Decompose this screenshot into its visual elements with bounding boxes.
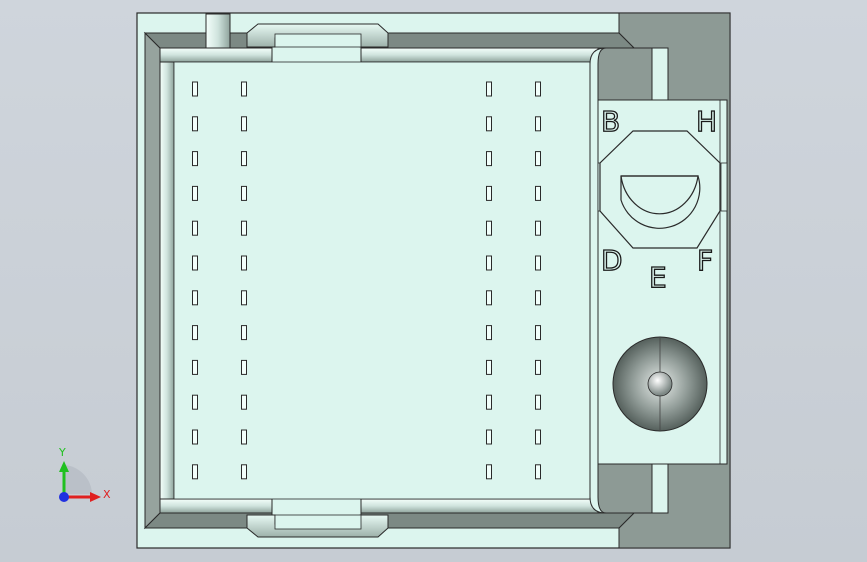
- top-bevel-right: [360, 32, 636, 49]
- pin-slot: [486, 359, 492, 375]
- pin-slot: [241, 81, 247, 97]
- pin-slot: [486, 464, 492, 480]
- pin-slot: [241, 116, 247, 132]
- pin-slot: [241, 429, 247, 445]
- pin-cavity-face: [173, 61, 591, 500]
- pin-slot: [535, 116, 541, 132]
- pin-slot: [241, 464, 247, 480]
- y-axis-arrow: [59, 461, 69, 472]
- pin-slot: [241, 394, 247, 410]
- pin-slot: [535, 255, 541, 271]
- pin-slot: [192, 325, 198, 341]
- x-axis-label: X: [103, 488, 111, 501]
- pin-slot: [241, 255, 247, 271]
- x-axis-arrow: [90, 492, 101, 502]
- pin-slot: [486, 116, 492, 132]
- d-shape-curve: [620, 175, 699, 215]
- pin-slot: [486, 220, 492, 236]
- pin-slot-grid: [192, 81, 541, 480]
- keying-notch-right: [720, 162, 728, 212]
- keying-panel-bottom-block: [597, 463, 653, 514]
- pin-slot: [192, 220, 198, 236]
- pin-slot: [535, 151, 541, 167]
- pin-slot: [192, 359, 198, 375]
- pin-slot: [535, 394, 541, 410]
- pin-slot: [535, 290, 541, 306]
- pin-slot: [535, 220, 541, 236]
- cone-tip: [647, 371, 673, 397]
- pin-slot: [192, 255, 198, 271]
- label-d: D: [601, 244, 623, 277]
- top-rail: [159, 47, 599, 63]
- bottom-bevel-right: [360, 512, 636, 529]
- bottom-rail: [159, 498, 599, 514]
- label-f: F: [697, 244, 713, 277]
- pin-slot: [535, 81, 541, 97]
- label-b: B: [601, 105, 620, 138]
- pin-slot: [192, 185, 198, 201]
- pin-slot: [241, 290, 247, 306]
- pin-slot: [535, 185, 541, 201]
- top-lock-tab-inner: [274, 33, 362, 48]
- pin-slot: [192, 290, 198, 306]
- pin-slot: [486, 290, 492, 306]
- keying-panel-top-block: [597, 47, 653, 101]
- pin-slot: [192, 81, 198, 97]
- pin-slot: [241, 359, 247, 375]
- pin-slot: [241, 220, 247, 236]
- pin-slot: [241, 151, 247, 167]
- y-axis-label: Y: [58, 446, 66, 459]
- axis-triad[interactable]: X Y: [58, 446, 111, 502]
- pin-slot: [486, 255, 492, 271]
- left-bevel: [144, 31, 161, 530]
- pin-slot: [192, 394, 198, 410]
- pin-slot: [486, 151, 492, 167]
- label-e: E: [649, 261, 667, 294]
- bottom-lock-tab-inner: [274, 514, 362, 530]
- pin-slot: [486, 429, 492, 445]
- pin-slot: [192, 151, 198, 167]
- axis-rotation-arc: [64, 465, 92, 494]
- top-post: [205, 13, 231, 49]
- z-axis-dot: [59, 492, 69, 502]
- pin-slot: [486, 185, 492, 201]
- d-shape-key: [620, 175, 701, 229]
- pin-slot: [535, 464, 541, 480]
- pin-slot: [241, 185, 247, 201]
- pin-slot: [192, 464, 198, 480]
- pin-slot: [192, 116, 198, 132]
- pin-slot: [241, 325, 247, 341]
- pin-slot: [535, 325, 541, 341]
- pin-slot: [486, 325, 492, 341]
- pin-slot: [535, 429, 541, 445]
- pin-slot: [192, 429, 198, 445]
- pin-slot: [486, 81, 492, 97]
- label-h: H: [696, 105, 717, 138]
- left-rail: [159, 47, 175, 514]
- pin-slot: [535, 359, 541, 375]
- pin-slot: [486, 394, 492, 410]
